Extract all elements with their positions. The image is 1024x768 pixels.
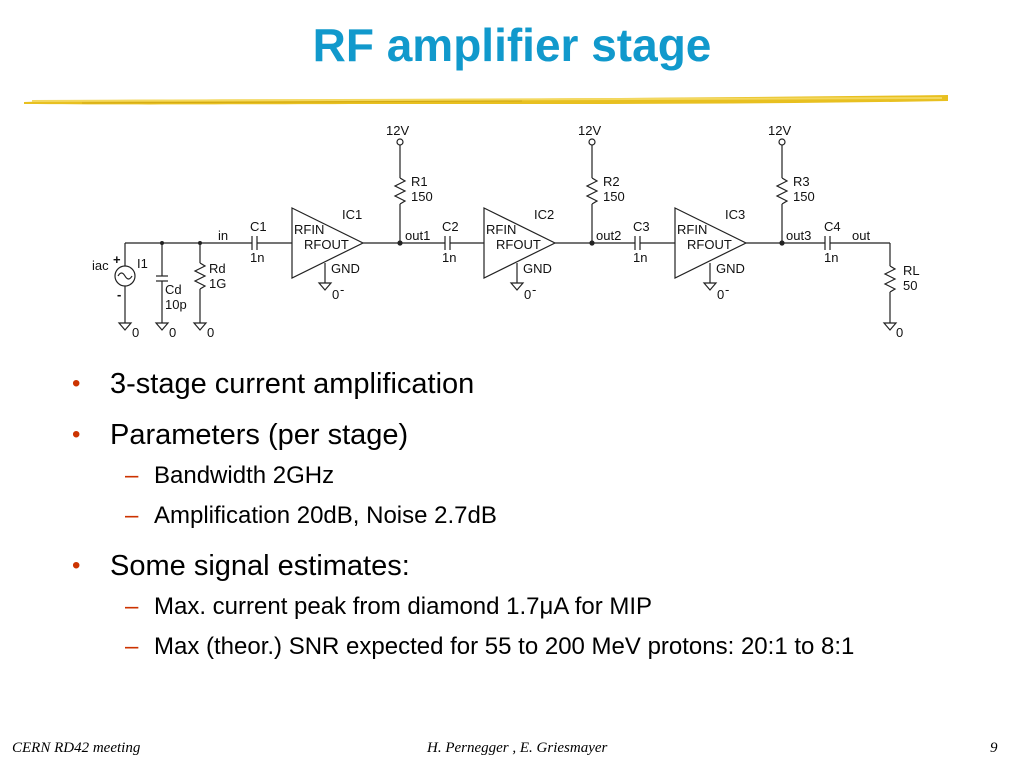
c4-name: C4 — [824, 219, 841, 234]
r3-name: R3 — [793, 174, 810, 189]
bullet-item: • Parameters (per stage) — [70, 417, 970, 453]
r1-value: 150 — [411, 189, 433, 204]
source-ground: 0 — [132, 325, 139, 340]
source-name: I1 — [137, 256, 148, 271]
ic3-name: IC3 — [725, 207, 745, 222]
c3-value: 1n — [633, 250, 647, 265]
sub-bullet-marker: – — [125, 462, 139, 489]
cd-name: Cd — [165, 282, 182, 297]
sub-bullet-text: Amplification 20dB, Noise 2.7dB — [154, 502, 497, 529]
rd-ground: 0 — [207, 325, 214, 340]
bullet-marker: • — [72, 370, 81, 397]
footer-page-number: 9 — [990, 740, 998, 756]
bullet-text: 3-stage current amplification — [110, 368, 475, 400]
ic3-pin-out: RFOUT — [687, 237, 732, 252]
source-plus: + — [113, 252, 121, 267]
ic2-minus: - — [532, 282, 536, 297]
c1-name: C1 — [250, 219, 267, 234]
ic3-pin-in: RFIN — [677, 222, 707, 237]
r2-value: 150 — [603, 189, 625, 204]
sub-bullet-text: Bandwidth 2GHz — [154, 462, 335, 489]
ic2-pin-in: RFIN — [486, 222, 516, 237]
ic1-name: IC1 — [342, 207, 362, 222]
rd-name: Rd — [209, 261, 226, 276]
bullet-item: • 3-stage current amplification — [70, 366, 970, 402]
out3-label: out3 — [786, 228, 811, 243]
title-underline — [24, 95, 948, 105]
sub-bullet-item: –Max (theor.) SNR expected for 55 to 200… — [70, 631, 970, 663]
sub-bullet-item: –Amplification 20dB, Noise 2.7dB — [70, 500, 970, 532]
r2-name: R2 — [603, 174, 620, 189]
bullet-text: Parameters (per stage) — [110, 419, 409, 451]
rl-value: 50 — [903, 278, 917, 293]
sub-bullet-item: –Bandwidth 2GHz — [70, 460, 970, 492]
r1-supply: 12V — [386, 123, 409, 138]
sub-bullet-item: –Max. current peak from diamond 1.7μA fo… — [70, 591, 970, 623]
c1-value: 1n — [250, 250, 264, 265]
out2-label: out2 — [596, 228, 621, 243]
ic1-pin-out: RFOUT — [304, 237, 349, 252]
source-minus: - — [117, 287, 121, 302]
ic3-minus: - — [725, 282, 729, 297]
sub-bullet-text: Max. current peak from diamond 1.7μA for… — [154, 593, 653, 620]
ic1-minus: - — [340, 282, 344, 297]
cd-value: 10p — [165, 297, 187, 312]
slide-title: RF amplifier stage — [312, 19, 712, 71]
ic1-pin-in: RFIN — [294, 222, 324, 237]
ic1-pin-gnd: GND — [331, 261, 360, 276]
bullet-marker: • — [72, 421, 81, 448]
sub-bullet-marker: – — [125, 633, 139, 660]
r3-supply: 12V — [768, 123, 791, 138]
net-out-label: out — [852, 228, 870, 243]
footer-meeting: CERN RD42 meeting — [12, 740, 141, 756]
ic2-name: IC2 — [534, 207, 554, 222]
rl-name: RL — [903, 263, 920, 278]
ic3-pin-gnd: GND — [716, 261, 745, 276]
c4-value: 1n — [824, 250, 838, 265]
c3-name: C3 — [633, 219, 650, 234]
c2-value: 1n — [442, 250, 456, 265]
rl-ground: 0 — [896, 325, 903, 340]
sub-bullet-marker: – — [125, 593, 139, 620]
ic3-ground: 0 — [717, 287, 724, 302]
r1-name: R1 — [411, 174, 428, 189]
out1-label: out1 — [405, 228, 430, 243]
ic1-ground: 0 — [332, 287, 339, 302]
cd-ground: 0 — [169, 325, 176, 340]
ic2-pin-gnd: GND — [523, 261, 552, 276]
rf-amplifier-schematic: iac I1 + - 0 Cd 10p 0 Rd 1G 0 in C1 1n I… — [92, 123, 920, 340]
ic2-pin-out: RFOUT — [496, 237, 541, 252]
c2-name: C2 — [442, 219, 459, 234]
sub-bullet-marker: – — [125, 502, 139, 529]
source-label: iac — [92, 258, 109, 273]
r3-value: 150 — [793, 189, 815, 204]
bullet-list: • 3-stage current amplification • Paramete… — [70, 366, 970, 679]
bullet-item: • Some signal estimates: — [70, 548, 970, 584]
sub-bullet-text: Max (theor.) SNR expected for 55 to 200 … — [154, 633, 855, 660]
rd-value: 1G — [209, 276, 226, 291]
net-in-label: in — [218, 228, 228, 243]
r2-supply: 12V — [578, 123, 601, 138]
ic2-ground: 0 — [524, 287, 531, 302]
bullet-marker: • — [72, 552, 81, 579]
bullet-text: Some signal estimates: — [110, 550, 410, 582]
footer-authors: H. Pernegger , E. Griesmayer — [427, 740, 608, 756]
